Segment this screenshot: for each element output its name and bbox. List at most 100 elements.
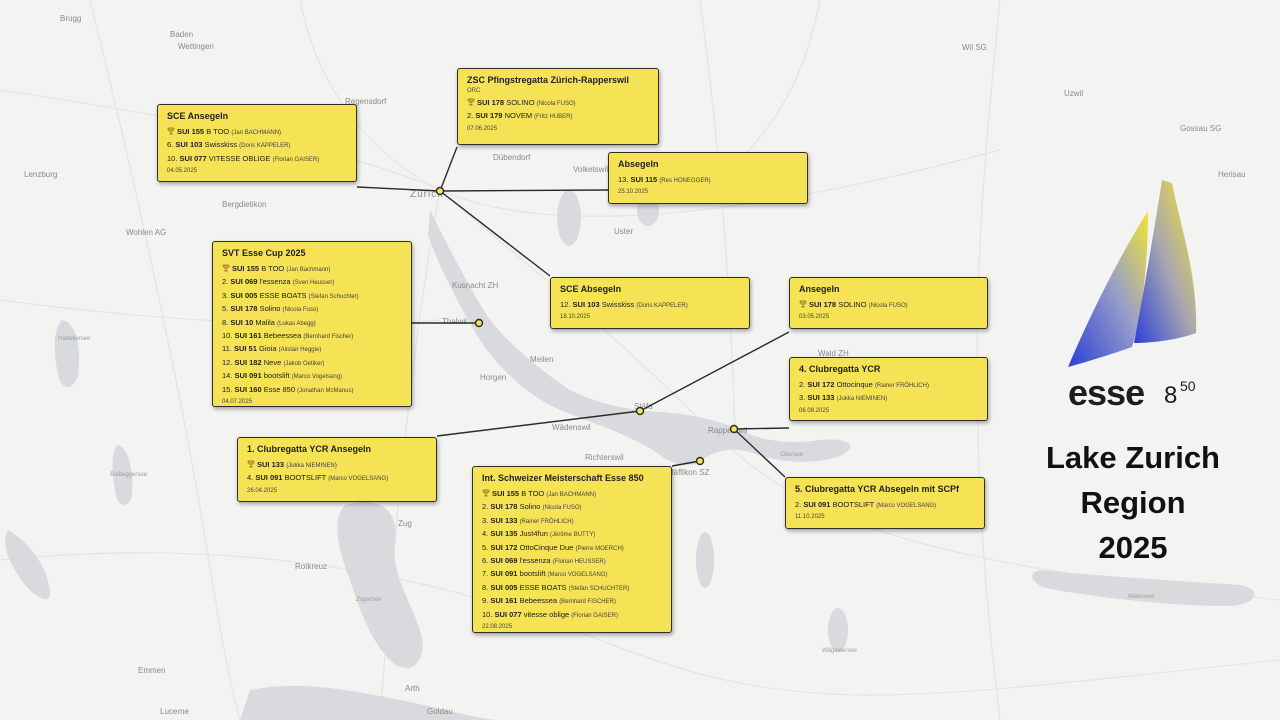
result-name: NOVEM	[504, 111, 533, 121]
trophy-icon	[467, 98, 477, 107]
result-name: Swisskiss	[204, 140, 238, 150]
result-row: 4. SUI 135 Just4fun (Jérôme BUTTY)	[482, 528, 662, 541]
event-card-4-clubregatta-ycr[interactable]: 4. Clubregatta YCR 2. SUI 172 Ottocinque…	[789, 357, 988, 421]
result-rank: 7.	[482, 569, 489, 579]
logo-wordmark: esse	[1068, 372, 1145, 413]
event-title: Int. Schweizer Meisterschaft Esse 850	[482, 473, 644, 483]
connector-line	[439, 189, 609, 192]
result-skipper: (Jukka NIEMINEN)	[286, 463, 337, 469]
result-boat: SUI 133	[807, 393, 835, 403]
result-name: SOLINO	[506, 98, 535, 107]
result-row: 3. SUI 133 (Rainer FRÖHLICH)	[482, 515, 662, 528]
result-boat: SUI 103	[175, 140, 203, 150]
result-name: BOOTSLIFT	[832, 500, 875, 509]
greifensee	[557, 190, 581, 246]
result-skipper: (Jan BACHMANN)	[546, 492, 597, 498]
event-card-svt-esse-cup[interactable]: SVT Esse Cup 2025 SUI 155 B TOO (Jan Bac…	[212, 241, 412, 407]
place-label-city: Zürich	[410, 189, 444, 200]
event-date: 07.06.2025	[467, 125, 498, 132]
result-skipper: (Marco VOGELSANG)	[328, 476, 389, 483]
hallwilersee	[54, 320, 80, 388]
connector-line	[439, 146, 458, 192]
result-rank: 4.	[482, 529, 489, 539]
result-row: 2. SUI 091 BOOTSLIFT (Marco VOGELSANG)	[795, 499, 975, 512]
result-boat: SUI 077	[494, 609, 522, 619]
result-name: Esse 850	[263, 384, 296, 394]
result-row: 2. SUI 178 Solino (Nicola FUSO)	[482, 501, 662, 514]
event-date: 18.10.2025	[560, 314, 591, 321]
event-date: 06.09.2025	[799, 407, 830, 414]
result-name: ESSE BOATS	[519, 582, 567, 592]
event-card-5-clubregatta-ycr-absegeln[interactable]: 5. Clubregatta YCR Absegeln mit SCPf 2. …	[785, 477, 985, 529]
result-rank: 2.	[467, 111, 474, 121]
event-title: SCE Absegeln	[560, 284, 622, 294]
result-row: 10. SUI 077 vitesse oblige (Florian GAIS…	[482, 609, 662, 622]
sail-back	[1134, 180, 1197, 343]
place-label: Herisau	[1218, 170, 1246, 179]
result-rank: 15.	[222, 384, 233, 394]
result-row: 2. SUI 179 NOVEM (Fritz HUBER)	[467, 110, 649, 123]
result-name: B TOO	[521, 489, 545, 498]
location-marker	[635, 406, 645, 416]
place-label: Wädenswil	[552, 423, 591, 432]
result-rank: 6.	[167, 140, 174, 150]
lake-lucerne	[240, 685, 500, 720]
result-rank: 10.	[482, 609, 493, 619]
place-label: Regensdorf	[345, 97, 387, 106]
place-label: Stäfa	[634, 402, 653, 411]
event-card-1-clubregatta-ycr-ansegeln[interactable]: 1. Clubregatta YCR Ansegeln SUI 133 (Juk…	[237, 437, 437, 502]
zugersee	[337, 501, 423, 669]
result-rank: 3.	[482, 515, 489, 525]
place-label: Richterswil	[585, 453, 624, 462]
result-name: Malila	[255, 317, 275, 327]
result-row: SUI 155 B TOO (Jan Bachmann)	[222, 263, 402, 276]
sihlsee	[696, 532, 714, 588]
result-boat: SUI 069	[230, 277, 258, 287]
result-name: Neve	[263, 357, 282, 367]
result-rank: 12.	[222, 357, 233, 367]
result-boat: SUI 155	[492, 489, 520, 498]
result-boat: SUI 161	[490, 596, 518, 606]
event-card-sce-ansegeln[interactable]: SCE Ansegeln SUI 155 B TOO (Jan BACHMANN…	[157, 104, 357, 182]
result-name: Just4fun	[519, 529, 548, 539]
result-skipper: (Marco VOGELSANG)	[547, 572, 608, 579]
brand-block: esse 8 50 Lake Zurich Region 2025	[1020, 175, 1260, 575]
result-boat: SUI 178	[809, 300, 837, 309]
result-row: 8. SUI 10 Malila (Lukas Abegg)	[222, 317, 402, 330]
place-label: Lenzburg	[24, 170, 58, 179]
event-card-absegeln[interactable]: Absegeln 13. SUI 115 (Res HONEGGER) 25.1…	[608, 152, 808, 204]
event-card-ansegeln[interactable]: Ansegeln SUI 178 SOLINO (Nicola FUSO) 03…	[789, 277, 988, 329]
location-marker	[695, 456, 705, 466]
place-label: Kusnacht ZH	[452, 281, 499, 290]
result-rank: 2.	[795, 500, 802, 509]
result-boat: SUI 172	[807, 380, 835, 389]
connector-line	[733, 427, 790, 430]
result-boat: SUI 155	[177, 127, 205, 136]
place-label: Brugg	[60, 14, 82, 23]
result-skipper: (Doris KAPPELER)	[636, 303, 688, 309]
result-boat: SUI 178	[230, 304, 258, 314]
trophy-icon	[799, 300, 809, 309]
result-skipper: (Fritz HUBER)	[534, 114, 573, 121]
event-card-schweizer-meisterschaft[interactable]: Int. Schweizer Meisterschaft Esse 850 SU…	[472, 466, 672, 633]
result-boat: SUI 161	[234, 331, 262, 341]
title-line: 2025	[1098, 530, 1168, 565]
result-skipper: (Marco Vogelsang)	[291, 374, 343, 381]
wagitalersee	[828, 608, 848, 652]
title-line: Lake Zurich	[1046, 440, 1220, 475]
event-date: 04.05.2025	[167, 168, 198, 175]
result-name: Solino	[519, 502, 541, 512]
event-title: Ansegeln	[799, 284, 840, 294]
result-boat: SUI 091	[803, 500, 831, 509]
result-name: OttoCinque Due	[519, 542, 574, 552]
result-skipper: (Rainer FRÖHLICH)	[874, 383, 929, 389]
result-row: 7. SUI 091 bootslift (Marco VOGELSANG)	[482, 568, 662, 581]
event-card-sce-absegeln[interactable]: SCE Absegeln 12. SUI 103 Swisskiss (Dori…	[550, 277, 750, 329]
result-skipper: (Nicola Fuso)	[282, 307, 319, 314]
event-title: 5. Clubregatta YCR Absegeln mit SCPf	[795, 484, 960, 494]
trophy-icon	[167, 127, 177, 136]
result-rank: 8.	[482, 582, 489, 592]
result-row: 6. SUI 069 l'essenza (Florian HEUSSER)	[482, 555, 662, 568]
event-card-zsc-pfingstregatta[interactable]: ZSC Pfingstregatta Zürich-Rapperswil ORC…	[457, 68, 659, 145]
